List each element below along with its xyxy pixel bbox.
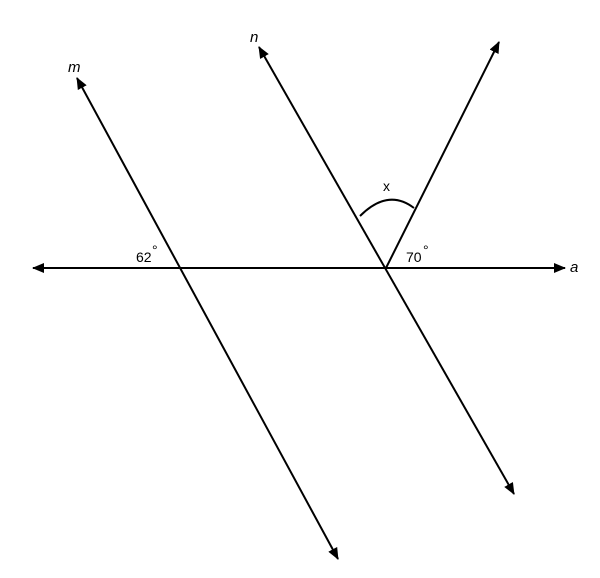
degree-symbol-62: ° <box>152 242 158 258</box>
angle-arc-x <box>359 198 415 217</box>
ray-from-n-intersection <box>385 41 500 269</box>
angle-label-62: 62 <box>136 249 152 265</box>
line-n <box>258 46 515 495</box>
line-label-n: n <box>250 29 258 46</box>
line-m <box>76 77 339 560</box>
angle-label-70: 70 <box>406 249 422 265</box>
degree-symbol-70: ° <box>423 242 429 258</box>
line-label-a: a <box>570 259 578 276</box>
line-label-m: m <box>68 59 81 76</box>
angle-label-x: x <box>383 178 390 194</box>
